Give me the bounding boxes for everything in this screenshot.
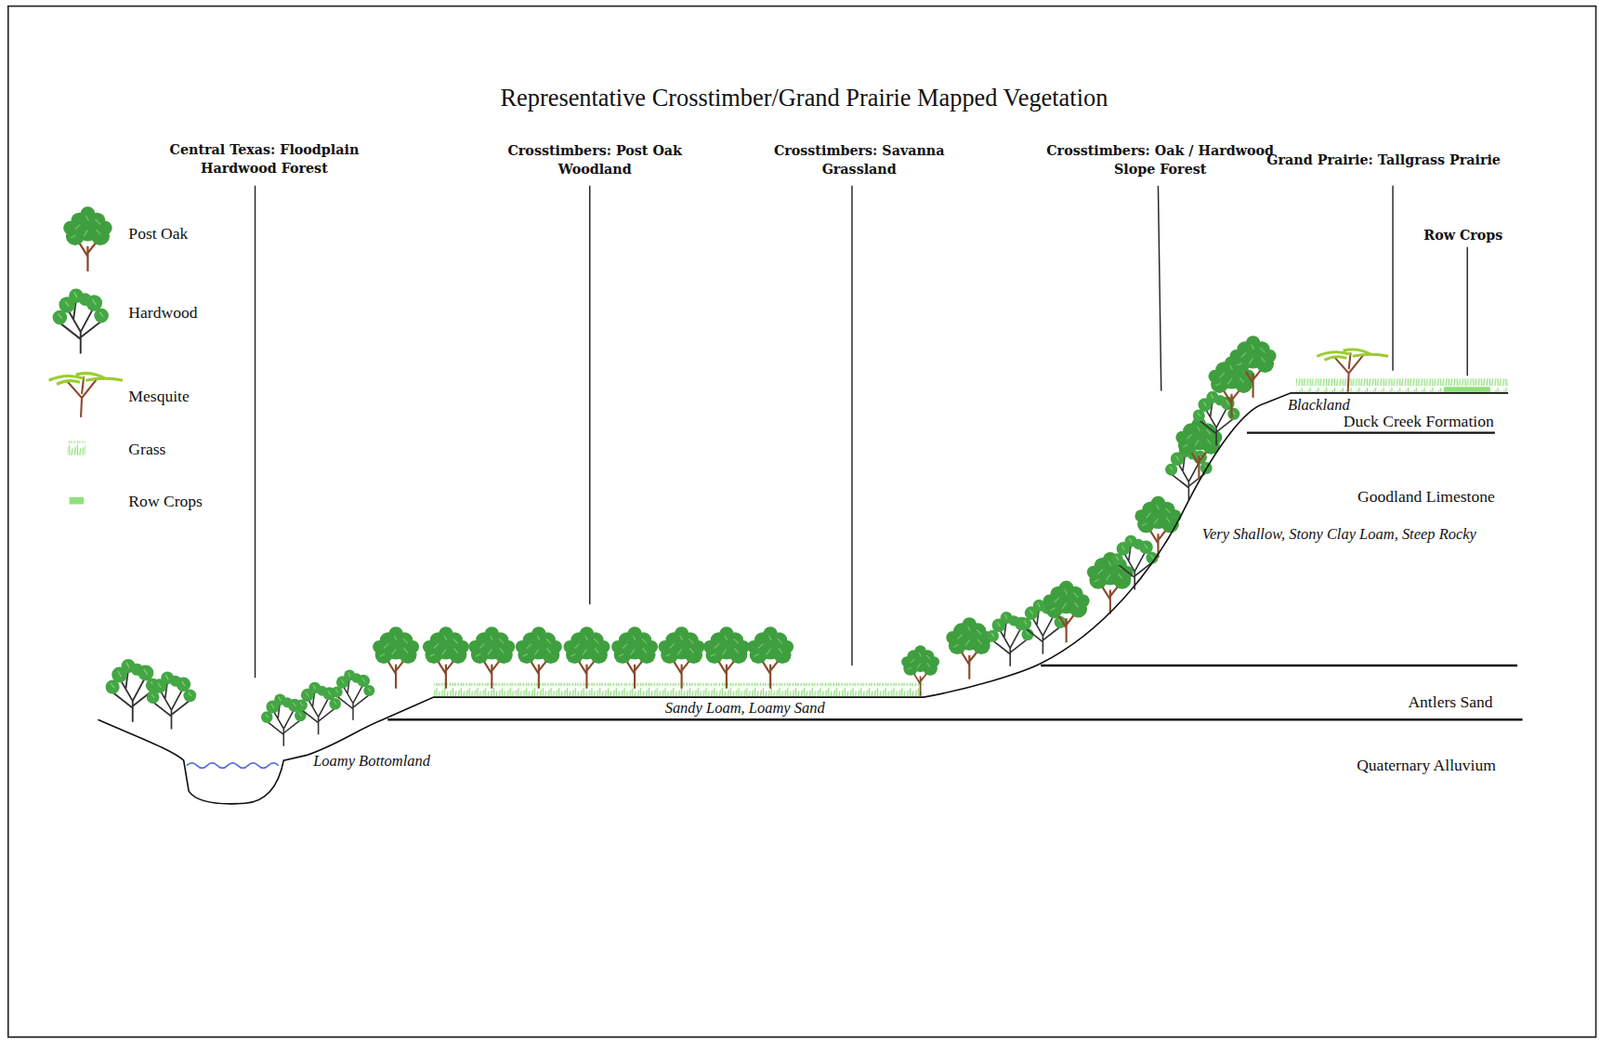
- soil-label: Loamy Bottomland: [313, 750, 431, 770]
- hardwood-tree: [331, 668, 376, 720]
- column-heading: Central Texas: Floodplain Hardwood Fores…: [144, 141, 384, 178]
- column-heading: Crosstimbers: Oak / Hardwood Slope Fores…: [1040, 142, 1281, 179]
- post-oak-tree: [703, 626, 750, 688]
- post-oak-tree: [563, 626, 610, 688]
- post-oak-tree: [658, 626, 706, 688]
- legend-text: Mesquite: [128, 386, 189, 407]
- legend-text: Row Crops: [128, 491, 203, 512]
- soil-label: Sandy Loam, Loamy Sand: [665, 697, 826, 717]
- hardwood-tree: [146, 670, 197, 729]
- column-heading: Grand Prairie: Tallgrass Prairie: [1266, 151, 1501, 170]
- post-oak-tree: [422, 626, 470, 688]
- post-oak-tree: [1043, 580, 1090, 643]
- diagram-title: Representative Crosstimber/Grand Prairie…: [499, 83, 1108, 114]
- formation-label: Antlers Sand: [1407, 692, 1493, 712]
- formation-label: Duck Creek Formation: [1343, 411, 1495, 432]
- formation-label: Goodland Limestone: [1357, 486, 1496, 507]
- legend-swatch: [69, 497, 84, 505]
- legend-text: Post Oak: [128, 223, 188, 244]
- post-oak-tree: [372, 626, 420, 688]
- soil-label: Very Shallow, Stony Clay Loam, Steep Roc…: [1202, 524, 1477, 543]
- post-oak-tree: [901, 644, 940, 696]
- post-oak-tree: [468, 626, 515, 688]
- post-oak-tree: [515, 626, 563, 688]
- soil-label: Blackland: [1287, 395, 1351, 415]
- column-heading: Row Crops: [1423, 226, 1503, 245]
- post-oak-tree: [945, 616, 993, 679]
- post-oak-tree: [611, 626, 658, 688]
- post-oak-tree: [1087, 551, 1134, 614]
- hardwood-tree: [1111, 535, 1159, 591]
- post-oak-tree: [747, 626, 794, 688]
- column-heading: Crosstimbers: Savanna Grassland: [739, 142, 980, 179]
- hardwood-tree: [105, 658, 160, 722]
- column-heading: Crosstimbers: Post Oak Woodland: [474, 142, 715, 179]
- post-oak-tree: [1230, 335, 1277, 397]
- legend-text: Grass: [128, 439, 166, 460]
- formation-label: Quaternary Alluvium: [1356, 755, 1496, 775]
- legend-text: Hardwood: [128, 302, 197, 323]
